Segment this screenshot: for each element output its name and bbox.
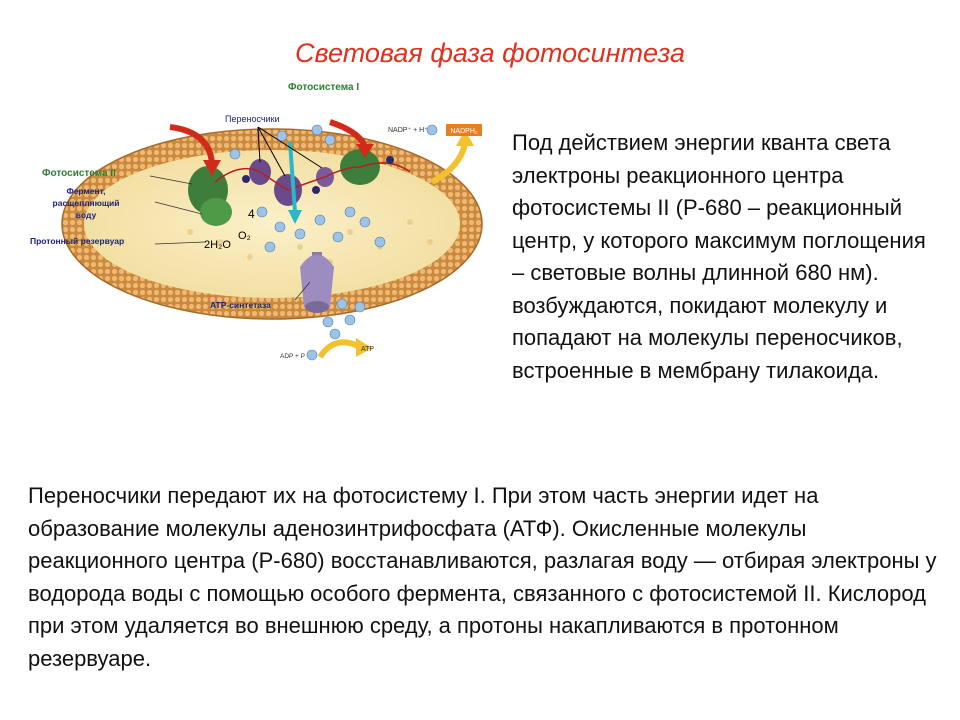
label-carriers: Переносчики <box>225 114 280 124</box>
label-four: 4 <box>248 207 255 221</box>
right-paragraph: Под действием энергии кванта света элект… <box>512 130 926 383</box>
label-2h2o: 2H₂O <box>204 239 231 251</box>
carrier-pointer-lines <box>257 126 323 177</box>
electron-path <box>214 162 411 191</box>
nadph-box <box>446 124 482 136</box>
thylakoid-diagram-svg: NADPH₂ NADP⁺ + H⁺ Фотосистема I Переносч… <box>30 82 483 361</box>
label-o2: O₂ <box>238 230 251 242</box>
label-atp-synthase: ATP-синтетаза <box>210 300 271 310</box>
slide-title: Световая фаза фотосинтеза <box>294 38 686 68</box>
proton-arrow <box>288 141 297 213</box>
thylakoid-diagram: NADPH₂ NADP⁺ + H⁺ Фотосистема I Переносч… <box>20 72 500 372</box>
nadph-arrow <box>430 143 468 185</box>
label-adp: ADP + P <box>280 353 305 360</box>
proton-balls <box>229 124 438 361</box>
label-photosystem-ii: Фотосистема II <box>42 168 116 179</box>
atp-arrow <box>317 339 362 359</box>
bottom-paragraph: Переносчики передают их на фотосистему I… <box>28 483 937 671</box>
label-photosystem-i: Фотосистема I <box>288 82 359 93</box>
thylakoid-lumen <box>84 150 460 298</box>
label-proton-reservoir: Протонный резервуар <box>30 236 124 246</box>
label-pointer-lines <box>149 175 311 301</box>
nadph-label: NADPH₂ <box>450 128 478 135</box>
label-enzyme-line3: воду <box>76 210 97 220</box>
electron-dots <box>242 156 394 194</box>
enzyme-protein <box>200 198 232 226</box>
nadp-label: NADP⁺ + H⁺ <box>388 127 428 134</box>
atp-synthase-protein <box>300 252 334 313</box>
label-enzyme-line2: расщепляющий <box>53 198 120 208</box>
label-enzyme-line1: Фермент, <box>66 186 105 196</box>
label-atp: ATP <box>361 346 374 353</box>
light-arrow-ps2 <box>169 124 215 165</box>
